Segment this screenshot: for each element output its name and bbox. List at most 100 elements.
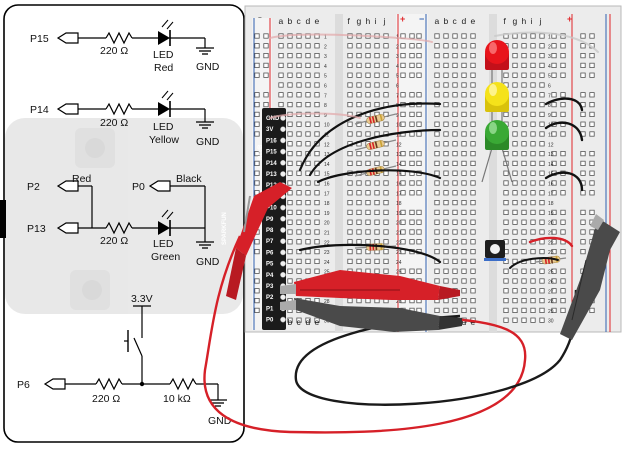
row-number: 14 (324, 162, 330, 168)
row-number: 13 (324, 152, 330, 158)
row-number: 25 (548, 270, 554, 276)
breakout-pin (280, 204, 286, 211)
row-number: 27 (548, 289, 554, 295)
row-number: 9 (548, 113, 551, 119)
faded-wire (494, 31, 599, 53)
pin-label-p0: P0 (132, 181, 145, 193)
row-number: 17 (324, 191, 330, 197)
row-number: 11 (396, 133, 401, 139)
pin-label-p6: P6 (17, 379, 30, 391)
ground-label: GND (196, 61, 220, 73)
resistor (366, 114, 385, 124)
row-number: 23 (396, 250, 402, 256)
jumper-wire (316, 169, 442, 184)
row-number: 18 (548, 201, 554, 207)
wire-color-red: Red (72, 173, 91, 185)
led-color-label: Green (151, 251, 180, 263)
column-label: c (297, 16, 302, 26)
row-number: 1 (548, 35, 551, 41)
row-number: 5 (396, 74, 399, 80)
breakout-pin-label: P2 (266, 295, 274, 301)
column-label: e (471, 16, 476, 26)
column-label: e (315, 16, 320, 26)
led-label: LED (153, 121, 174, 133)
row-number: 28 (324, 299, 330, 305)
breakout-pin (280, 171, 286, 177)
column-label: d (306, 317, 311, 327)
pin-connector-icon (43, 378, 66, 390)
breakout-pin (280, 126, 286, 133)
row-number: 6 (548, 84, 551, 90)
resistor-value: 220 Ω (100, 117, 128, 129)
pin-label-p13: P13 (27, 223, 46, 235)
row-number: 30 (548, 319, 554, 325)
ground-label: GND (208, 415, 232, 427)
column-label: j (383, 16, 386, 26)
row-number: 7 (396, 93, 399, 99)
led-icon (158, 31, 170, 45)
ground-label: GND (196, 136, 220, 148)
column-label: h (522, 16, 527, 26)
row-number: 19 (396, 211, 402, 217)
breakout-pin (280, 238, 286, 245)
row-number: 2 (548, 44, 551, 50)
breakout-pin (280, 148, 286, 155)
row-number: 16 (396, 182, 402, 188)
row-number: 9 (396, 113, 399, 119)
pin-label-p15: P15 (30, 33, 49, 45)
row-number: 10 (396, 123, 402, 129)
column-label: b (288, 317, 293, 327)
breakout-pin-label: P12 (266, 183, 277, 189)
row-number: 3 (548, 54, 551, 60)
alligator-clip-red (203, 182, 527, 434)
rail-minus-label: − (258, 15, 262, 22)
jumper-wire (544, 97, 584, 112)
row-number: 21 (396, 231, 402, 237)
row-number: 19 (548, 211, 554, 217)
row-number: 24 (396, 260, 402, 266)
breakout-rev: RevB (258, 144, 264, 160)
row-number: 28 (396, 299, 402, 305)
row-number: 24 (324, 260, 330, 266)
row-number: 5 (548, 74, 551, 80)
resistor-icon (105, 221, 133, 235)
breakout-pin (280, 215, 286, 222)
row-number: 22 (324, 240, 330, 246)
ground-icon (196, 241, 214, 249)
row-number: 18 (324, 201, 330, 207)
jumper-wires (269, 31, 599, 269)
pushbutton-icon (124, 330, 143, 357)
pin-connector-icon (56, 103, 79, 115)
breakout-pin (280, 316, 286, 323)
row-number: 6 (324, 84, 327, 90)
row-number: 8 (324, 103, 327, 109)
resistor-icon (95, 377, 123, 391)
pin-label-p14: P14 (30, 104, 49, 116)
led-label: LED (153, 49, 174, 61)
led-icon (158, 102, 170, 116)
row-number: 7 (324, 93, 327, 99)
breakout-pin-label: P8 (266, 228, 274, 234)
led-yellow-dome (485, 82, 509, 106)
jumper-wire-red (528, 236, 574, 248)
led-color-label: Yellow (149, 134, 179, 146)
row-number: 18 (396, 201, 402, 207)
pin-label-p2: P2 (27, 181, 40, 193)
rail-plus-label: + (400, 14, 405, 24)
breakout-pin-label: P3 (266, 284, 274, 290)
breakout-pin-label: P5 (266, 262, 274, 268)
breakout-pin (280, 271, 286, 278)
row-number: 14 (396, 162, 402, 168)
ground-icon (196, 47, 214, 55)
row-number: 13 (548, 152, 554, 158)
breakout-pin (280, 249, 286, 256)
column-label: c (453, 16, 458, 26)
row-number: 23 (548, 250, 554, 256)
microbit-ghost (5, 118, 243, 314)
row-number: 29 (548, 309, 554, 315)
supply-label: 3.3V (131, 293, 153, 305)
ground-icon (196, 121, 214, 129)
column-label: b (288, 16, 293, 26)
resistor-icon (105, 102, 133, 116)
row-number: 11 (324, 133, 329, 139)
